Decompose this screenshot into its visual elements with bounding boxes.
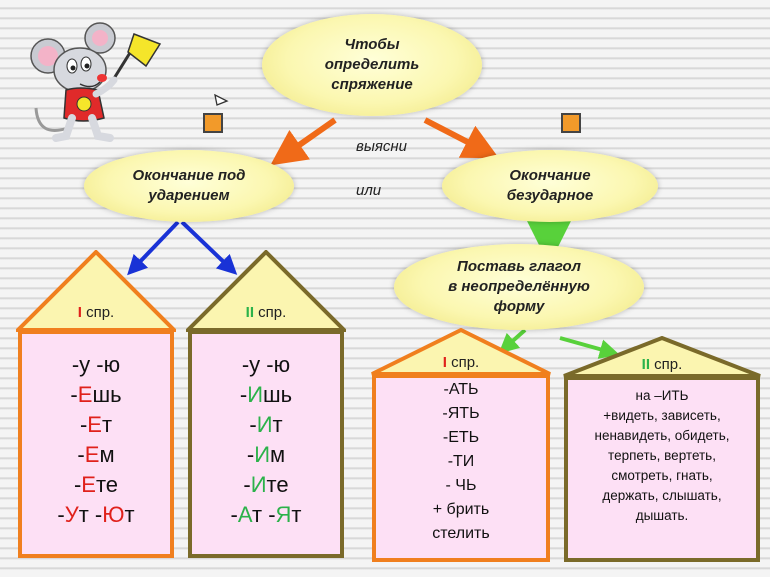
mouse-mascot-illustration [28, 18, 168, 148]
ending-line: -Ит [190, 410, 342, 440]
house-second-conjugation-stressed: II спр. -у -ю-Ишь-Ит-Им-Ите-Ат -Ят [186, 250, 346, 560]
oval-unstressed-ending: Окончание безударное [442, 150, 658, 222]
ending-segment: те [266, 472, 289, 497]
ending-line: -у -ю [190, 350, 342, 380]
ending-segment: шь [263, 382, 293, 407]
arrow-to-unstressed [423, 117, 499, 159]
house-first-conjugation-unstressed: I спр. -АТЬ -ЯТЬ -ЕТЬ -ТИ - ЧЬ + брить стелить [370, 328, 552, 564]
ending-line: -у -ю [20, 350, 172, 380]
ending-line: -Ем [20, 440, 172, 470]
ending-segment: Е [87, 412, 102, 437]
suffix-line: -ЕТЬ [442, 429, 480, 446]
roof-label: I спр. [442, 354, 480, 371]
oval-determine-conjugation: Чтобы определить спряжение [262, 14, 482, 116]
ending-segment: И [250, 472, 267, 497]
ending-segment: т [291, 502, 302, 527]
ending-segment: м [270, 442, 286, 467]
verb-line: дышать. [635, 508, 689, 523]
oval-stressed-ending: Окончание под ударением [84, 150, 294, 222]
ending-segment: У [64, 502, 79, 527]
ending-line: -Ишь [190, 380, 342, 410]
ending-segment: И [254, 442, 270, 467]
orange-square-right [561, 113, 581, 133]
roof-label: I спр. [77, 304, 115, 321]
ending-segment: -у -ю [71, 352, 121, 377]
ending-segment: Я [275, 502, 292, 527]
ending-segment: И [256, 412, 273, 437]
suffix-line: - ЧЬ [445, 477, 477, 494]
triangle-marker-icon [213, 93, 229, 107]
ending-segment: т [272, 412, 283, 437]
verb-line: +видеть, зависеть, [603, 408, 721, 423]
ending-segment: те [95, 472, 119, 497]
house-second-conjugation-unstressed: II спр. на –ИТЬ +видеть, зависеть, ненавид… [562, 336, 762, 564]
ending-segment: Е [77, 382, 93, 407]
arrow-blue-left [127, 220, 180, 276]
suffix-list: -АТЬ -ЯТЬ -ЕТЬ -ТИ - ЧЬ + брить стелить [374, 378, 548, 546]
suffix-line: + брить [432, 501, 490, 518]
ending-segment: шь [92, 382, 122, 407]
ending-segment: И [247, 382, 263, 407]
label-find-out: выясни [356, 138, 407, 155]
verb-line: ненавидеть, обидеть, [594, 428, 730, 443]
ending-line: -Ите [190, 470, 342, 500]
label-or: или [356, 182, 382, 199]
ending-segment: - [239, 382, 248, 407]
ending-line: -Ет [20, 410, 172, 440]
ending-segment: - [70, 382, 78, 407]
ending-segment: А [237, 502, 253, 527]
suffix-line: -АТЬ [443, 381, 479, 398]
ending-segment: - [77, 442, 85, 467]
ending-segment: т - [78, 502, 103, 527]
arrow-green-left [498, 328, 527, 354]
ending-segment: - [73, 472, 82, 497]
endings-list: -у -ю-Ишь-Ит-Им-Ите-Ат -Ят [190, 350, 342, 530]
ending-segment: - [230, 502, 238, 527]
verb-line: держать, слышать, [602, 488, 722, 503]
ending-segment: м [99, 442, 115, 467]
ending-segment: - [57, 502, 65, 527]
ending-segment: т [101, 412, 113, 437]
ending-segment: Е [84, 442, 100, 467]
ending-line: -Ат -Ят [190, 500, 342, 530]
ending-line: -Им [190, 440, 342, 470]
ending-line: -Ете [20, 470, 172, 500]
ending-line: -Ешь [20, 380, 172, 410]
suffix-line: стелить [432, 525, 490, 542]
arrow-blue-right [180, 220, 238, 275]
ending-segment: - [243, 472, 251, 497]
ending-segment: т - [252, 502, 276, 527]
oval-infinitive-form: Поставь глагол в неопределённую форму [394, 244, 644, 330]
roof-label: II спр. [641, 356, 683, 373]
endings-list: -у -ю-Ешь-Ет-Ем-Ете-Ут -Ют [20, 350, 172, 530]
ending-segment: Е [81, 472, 96, 497]
verb-line: терпеть, вертеть, [608, 448, 716, 463]
arrow-green-right [559, 336, 620, 359]
suffix-line: -ТИ [447, 453, 475, 470]
ending-segment: - [249, 412, 257, 437]
ending-segment: Ю [102, 502, 125, 527]
verb-list: на –ИТЬ +видеть, зависеть, ненавидеть, оби… [566, 386, 758, 526]
roof-label: II спр. [245, 304, 287, 321]
ending-segment: - [79, 412, 88, 437]
house-first-conjugation-stressed: I спр. -у -ю-Ешь-Ет-Ем-Ете-Ут -Ют [16, 250, 176, 560]
arrow-to-stressed [270, 117, 337, 166]
verb-line: на –ИТЬ [635, 388, 689, 403]
suffix-line: -ЯТЬ [442, 405, 480, 422]
ending-segment: - [246, 442, 255, 467]
ending-segment: -у -ю [241, 352, 291, 377]
orange-square-left [203, 113, 223, 133]
verb-line: смотреть, гнать, [611, 468, 713, 483]
ending-segment: т [124, 502, 135, 527]
ending-line: -Ут -Ют [20, 500, 172, 530]
